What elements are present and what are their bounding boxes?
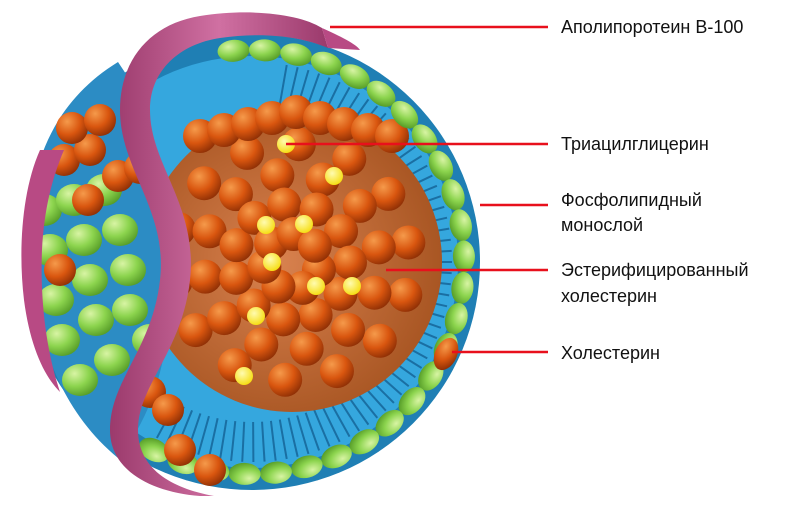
cholesteryl-ester-ball (187, 166, 221, 200)
phospholipid-head (62, 364, 98, 396)
cholesteryl-ester-ball (362, 230, 396, 264)
triacylglycerol-dot (257, 216, 275, 234)
phospholipid-head (78, 304, 114, 336)
triacylglycerol-dot (295, 215, 313, 233)
phospholipid-head (72, 264, 108, 296)
cholesteryl-ester-ball (72, 184, 104, 216)
cholesteryl-ester-ball (164, 434, 196, 466)
cholesteryl-ester-ball (333, 246, 367, 280)
cholesteryl-ester-ball (357, 276, 391, 310)
cholesteryl-ester-ball (298, 229, 332, 263)
cholesteryl-ester-ball (388, 278, 422, 312)
label-esterified-line2: холестерин (561, 284, 657, 308)
label-apolipoprotein: Аполипоротеин В-100 (561, 15, 743, 39)
label-phospholipid-line1: Фосфолипидный (561, 188, 702, 212)
cholesteryl-ester-ball (260, 158, 294, 192)
phospholipid-head (112, 294, 148, 326)
label-esterified-line1: Эстерифицированный (561, 258, 749, 282)
cholesteryl-ester-ball (391, 225, 425, 259)
cholesteryl-ester-ball (267, 188, 301, 222)
phospholipid-head (94, 344, 130, 376)
phospholipid-head (102, 214, 138, 246)
triacylglycerol-dot (343, 277, 361, 295)
phospholipid-head (110, 254, 146, 286)
cholesteryl-ester-ball (290, 332, 324, 366)
phospholipid-head (44, 324, 80, 356)
cholesteryl-ester-ball (266, 302, 300, 336)
cholesteryl-ester-ball (268, 363, 302, 397)
cholesteryl-ester-ball (44, 254, 76, 286)
cholesteryl-ester-ball (331, 313, 365, 347)
cholesteryl-ester-ball (207, 301, 241, 335)
cholesteryl-ester-ball (84, 104, 116, 136)
label-phospholipid-line2: монослой (561, 213, 643, 237)
cholesteryl-ester-ball (363, 324, 397, 358)
cholesteryl-ester-ball (152, 394, 184, 426)
cholesteryl-ester-ball (188, 260, 222, 294)
triacylglycerol-dot (263, 253, 281, 271)
triacylglycerol-dot (247, 307, 265, 325)
label-cholesterol: Холестерин (561, 341, 660, 365)
triacylglycerol-dot (325, 167, 343, 185)
apolipoprotein-b100-band-edge (322, 28, 360, 50)
cholesteryl-ester-ball (194, 454, 226, 486)
triacylglycerol-dot (307, 277, 325, 295)
cholesteryl-ester-ball (56, 112, 88, 144)
label-triacylglycerol: Триацилглицерин (561, 132, 709, 156)
triacylglycerol-dot (235, 367, 253, 385)
phospholipid-head (66, 224, 102, 256)
cholesteryl-ester-ball (320, 354, 354, 388)
